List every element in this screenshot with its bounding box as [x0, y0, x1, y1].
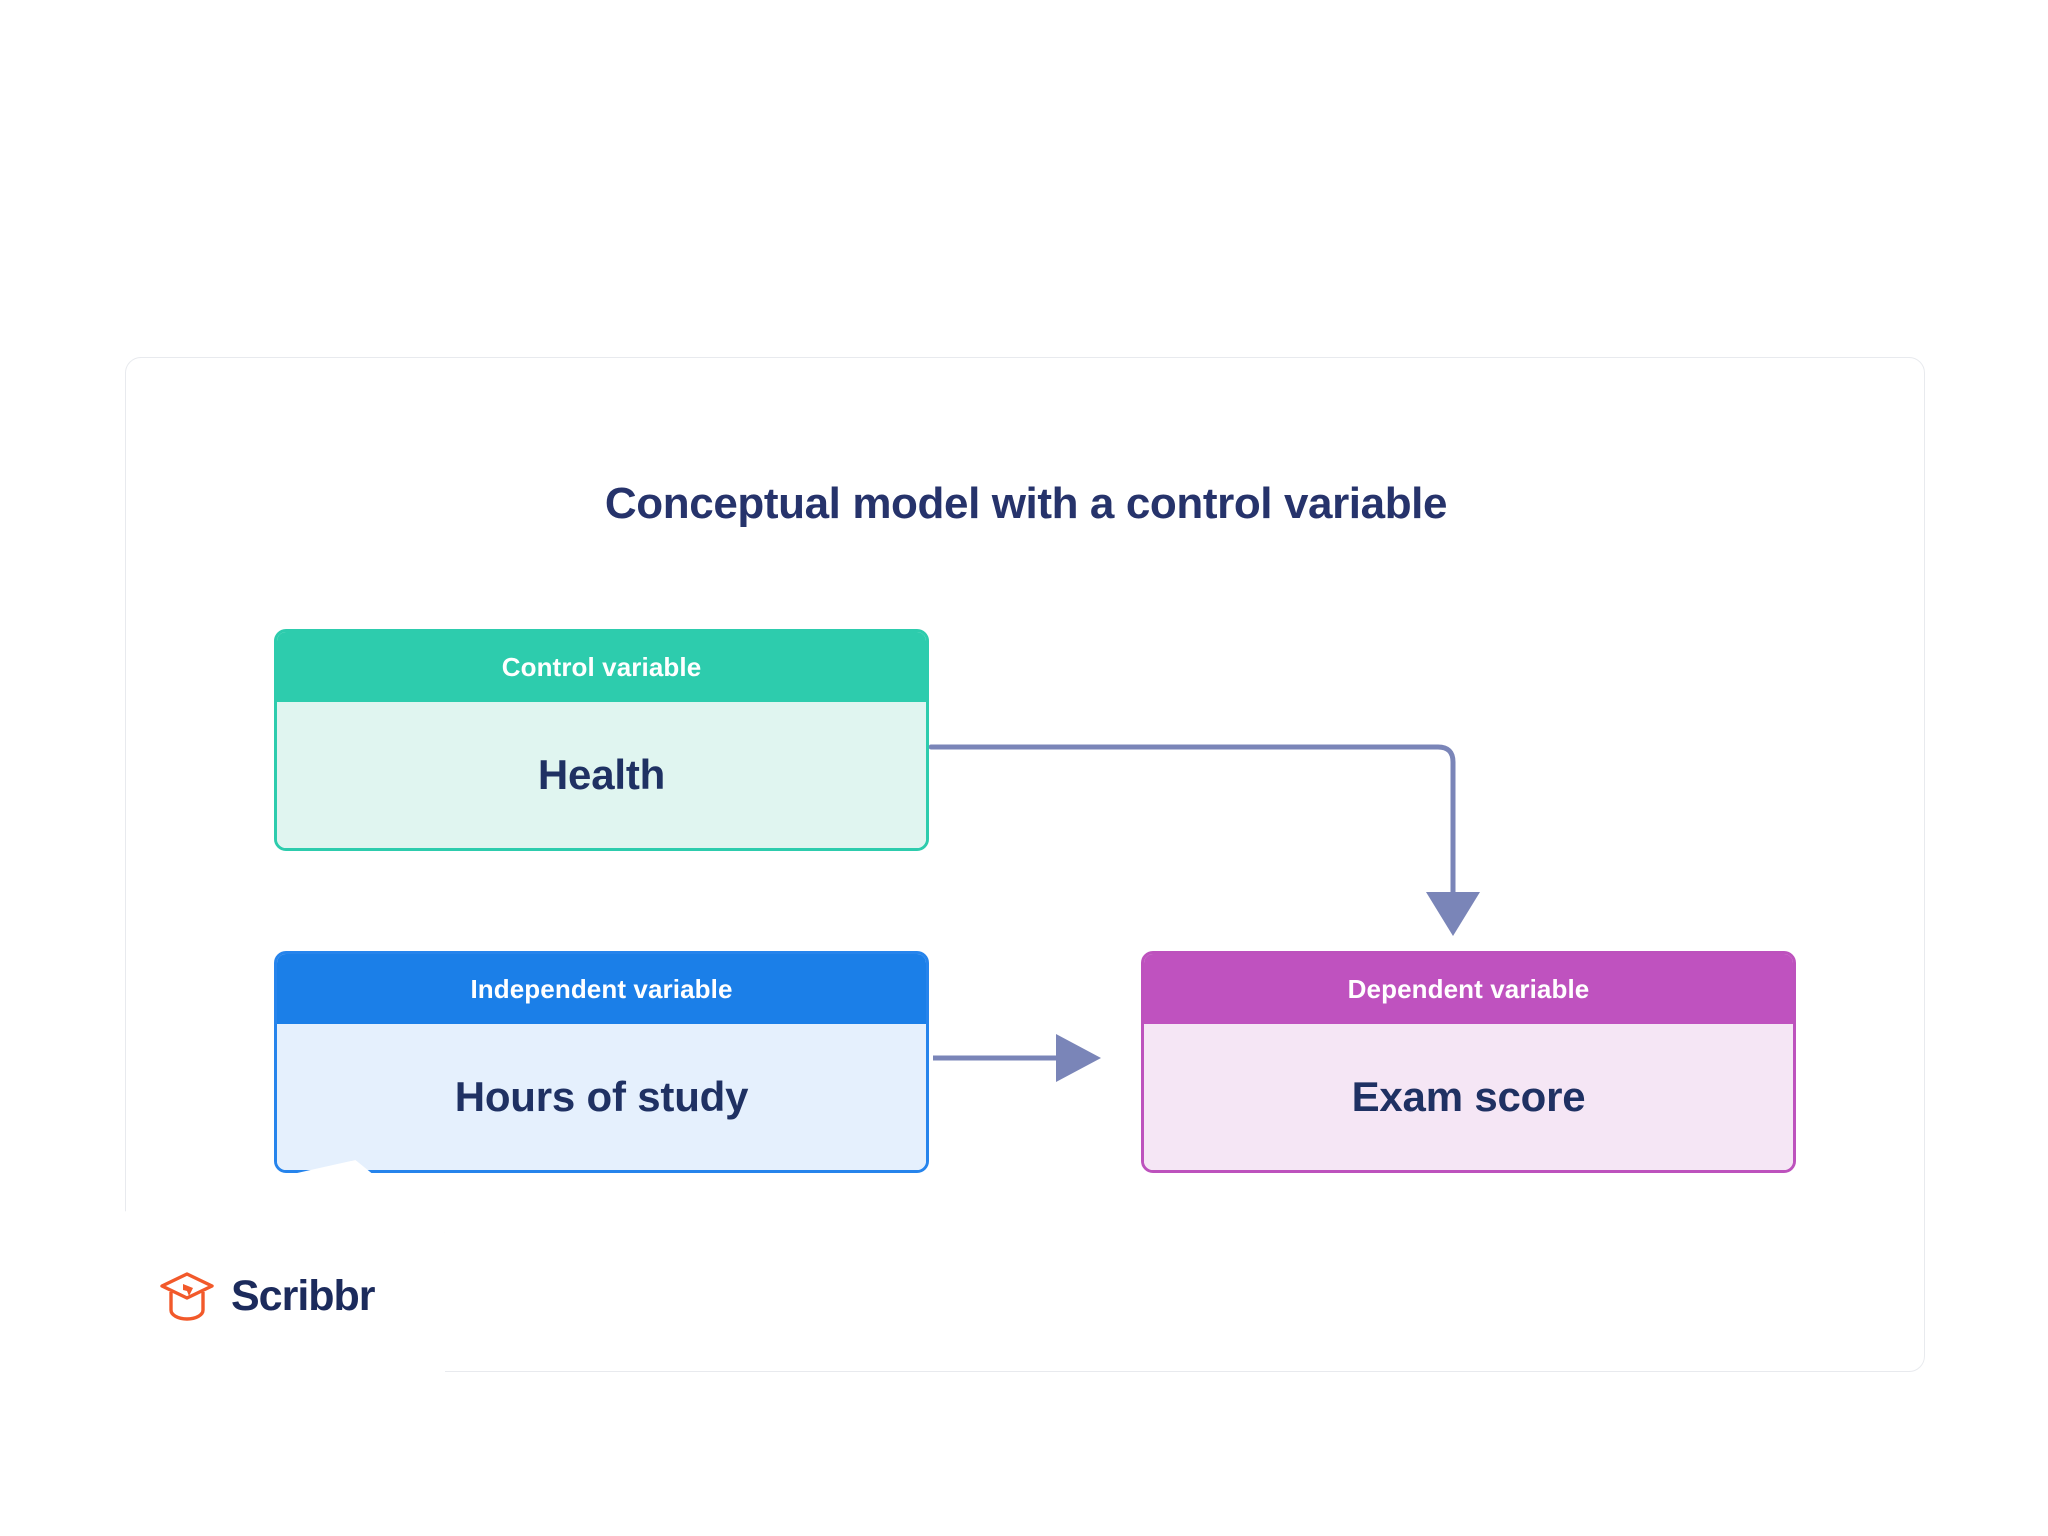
independent-variable-value: Hours of study — [277, 1024, 926, 1170]
graduation-cap-icon — [160, 1272, 214, 1321]
variable-box-control[interactable]: Control variable Health — [274, 629, 929, 851]
diagram-title: Conceptual model with a control variable — [604, 479, 1448, 528]
diagram-card: Conceptual model with a control variable… — [125, 357, 1925, 1374]
dependent-variable-value: Exam score — [1144, 1024, 1793, 1170]
control-variable-value: Health — [277, 702, 926, 848]
variable-box-dependent[interactable]: Dependent variable Exam score — [1141, 951, 1796, 1173]
arrow-control-to-dependent — [928, 744, 1480, 936]
control-variable-role-label: Control variable — [277, 632, 926, 702]
brand-name: Scribbr — [231, 1271, 376, 1320]
brand-lockup: Scribbr — [159, 1270, 376, 1322]
variable-box-independent[interactable]: Independent variable Hours of study — [274, 951, 929, 1173]
brand-sticker: Scribbr — [125, 1160, 445, 1374]
arrow-independent-to-dependent — [933, 1034, 1101, 1082]
independent-variable-role-label: Independent variable — [277, 954, 926, 1024]
dependent-variable-role-label: Dependent variable — [1144, 954, 1793, 1024]
